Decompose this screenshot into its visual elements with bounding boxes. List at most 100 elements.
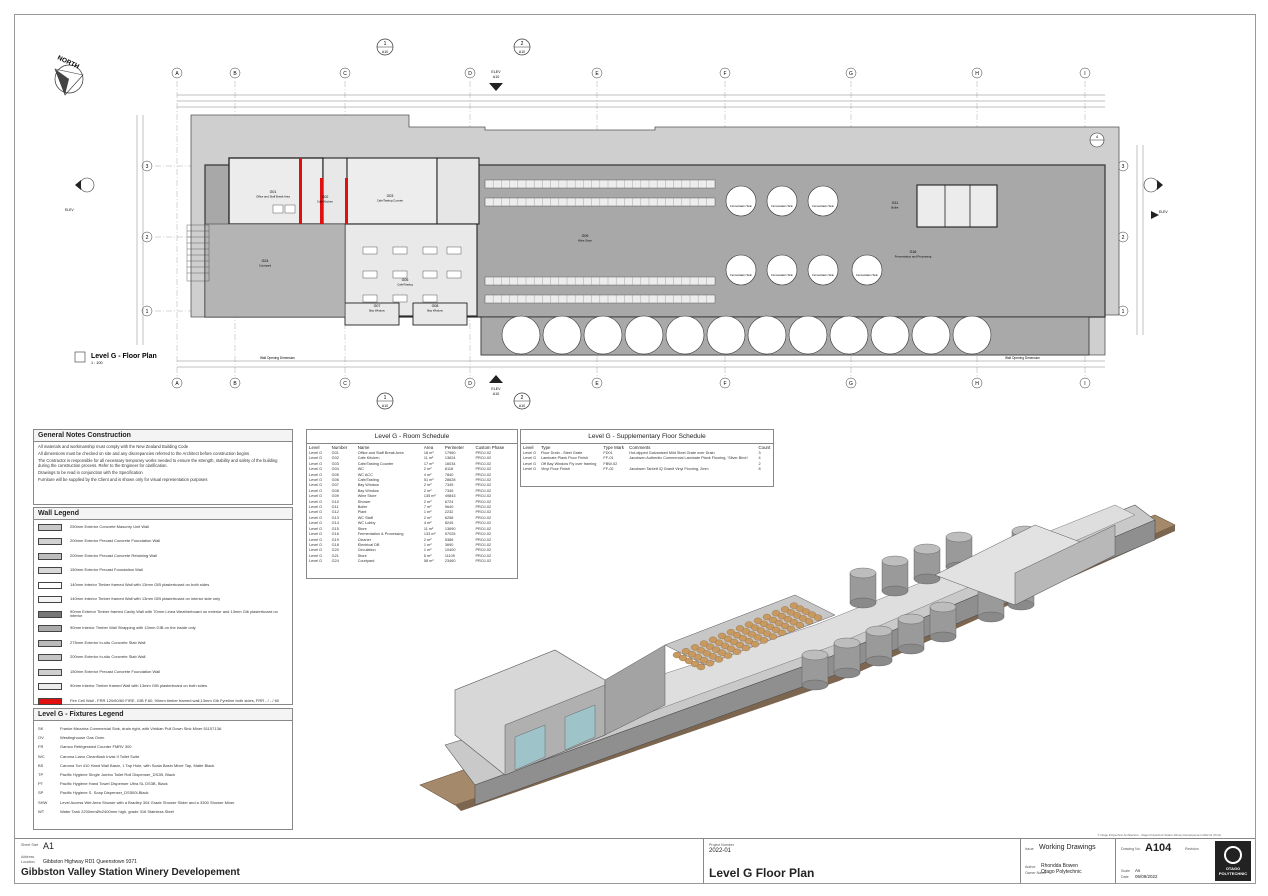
table-icon [392, 294, 408, 303]
table-cell: PROJ-02 [475, 467, 492, 472]
grid-column-label: F [723, 71, 726, 77]
table-cell: G04 [331, 467, 339, 472]
wall-legend-panel: Wall Legend 250mm Exterior Concrete Maso… [33, 507, 293, 705]
table-cell: G02 [331, 456, 339, 461]
table-cell: G24 [331, 559, 339, 564]
table-cell: G08 [331, 488, 339, 493]
wall-legend-list: 250mm Exterior Concrete Masonry Unit Wal… [34, 520, 292, 709]
table-cell: Cafe/Tasting [357, 478, 379, 483]
table-cell: Level G [309, 515, 323, 520]
table-cell: 2 [758, 461, 761, 466]
wine-tank-icon [788, 315, 828, 355]
table-cell: Level G [309, 542, 323, 547]
column-header: Perimeter [444, 445, 464, 450]
table-cell: Level G [309, 451, 323, 455]
issue: Working Drawings [1039, 844, 1096, 851]
wine-tank-icon [911, 315, 951, 355]
table-cell: 13690 [444, 526, 456, 531]
table-cell: G14 [331, 521, 339, 526]
table-cell: 1 m² [423, 542, 432, 547]
grid-column-label: G [849, 381, 853, 387]
wall-legend-item: 90mm Interior Timber framed Wall with 13… [34, 680, 292, 695]
table-cell: PROJ-02 [475, 472, 492, 477]
wine-tank-icon [747, 315, 787, 355]
note-line: All materials and workmanship must compl… [38, 444, 189, 449]
table-cell: G16 [331, 532, 339, 537]
room-name: Cafe Kitchen [317, 200, 333, 204]
plan-scale: 1 : 100 [91, 361, 103, 365]
section-marker-2-bottom [513, 392, 531, 410]
wall-type-label: 150mm Exterior Precast Concrete Foundati… [70, 668, 161, 674]
table-cell: 7 m² [423, 505, 432, 510]
section-2-sheet: A10 [519, 50, 525, 54]
table-cell: G09 [331, 494, 339, 499]
table-cell: 23460 [444, 559, 456, 564]
table-cell: PROJ-02 [475, 526, 492, 531]
table-cell: Level G [309, 526, 323, 531]
table-cell: PROJ-02 [475, 548, 492, 553]
table-cell: 5386 [444, 537, 454, 542]
otago-logo: OTAGO POLYTECHNIC [1215, 841, 1251, 881]
table-cell: PROJ-02 [475, 483, 492, 488]
column-header: Count [758, 445, 771, 450]
owner-label: Owner Name [1025, 871, 1047, 875]
table-cell: Level G [309, 483, 323, 488]
wine-tank-icon [952, 315, 992, 355]
tank-label: Fermentation Tank [812, 204, 834, 208]
table-cell: Jacobsen Tarkett iQ Granit Vinyl Floorin… [629, 467, 709, 472]
fixture-code: FR [38, 744, 44, 750]
scale: As [1135, 868, 1141, 873]
wall-legend-item: 200mm Exterior Precast Concrete Foundati… [34, 535, 292, 550]
table-cell: Level G [523, 461, 537, 466]
table-cell: Level G [309, 461, 323, 466]
grid-row-label: 3 [1122, 164, 1125, 170]
table-cell: WC [357, 467, 365, 472]
table-cell: Off Bay Window Fly over framing [540, 461, 597, 466]
table-cell: PROJ-02 [475, 478, 492, 483]
table-cell: FD01 [603, 451, 613, 455]
table-cell: G10 [331, 499, 339, 504]
sheet-title: Level G Floor Plan [709, 866, 815, 880]
column-header: Type Mark [603, 445, 624, 450]
table-cell: 3690 [444, 542, 454, 547]
table-cell: Level G [309, 505, 323, 510]
wine-tank-icon [665, 315, 705, 355]
table-cell: G05 [331, 472, 339, 477]
project-number: 2022-01 [709, 848, 732, 854]
wall-type-swatch [38, 538, 62, 546]
grid-column-label: C [343, 381, 347, 387]
table-cell: 57025 [444, 532, 456, 537]
table-cell: Bay Window [357, 488, 379, 493]
table-cell: 2 m² [423, 515, 432, 520]
section-marker-1-top [376, 38, 394, 56]
tank-label: Fermentation Tank [812, 273, 834, 277]
table-cell: 13624 [444, 456, 456, 461]
table-cell: G06 [331, 478, 339, 483]
grid-column-label: C [343, 71, 347, 77]
table-cell: 51 m² [423, 478, 434, 483]
table-cell: 3 [758, 451, 761, 455]
table-cell: PROJ-02 [475, 515, 492, 520]
table-cell: 4 m² [423, 472, 432, 477]
grid-column-label: B [233, 71, 237, 77]
north-arrow-icon [54, 64, 84, 96]
table-cell: 2 m² [423, 499, 432, 504]
fixture-label: Westinghouse Gas Oven [60, 735, 105, 741]
wine-tank-icon [583, 315, 623, 355]
wall-legend-item: 250mm Exterior Concrete Masonry Unit Wal… [34, 520, 292, 535]
fixture-label: Caroma Liano Cleanflush Invisi II Toilet… [60, 753, 140, 759]
